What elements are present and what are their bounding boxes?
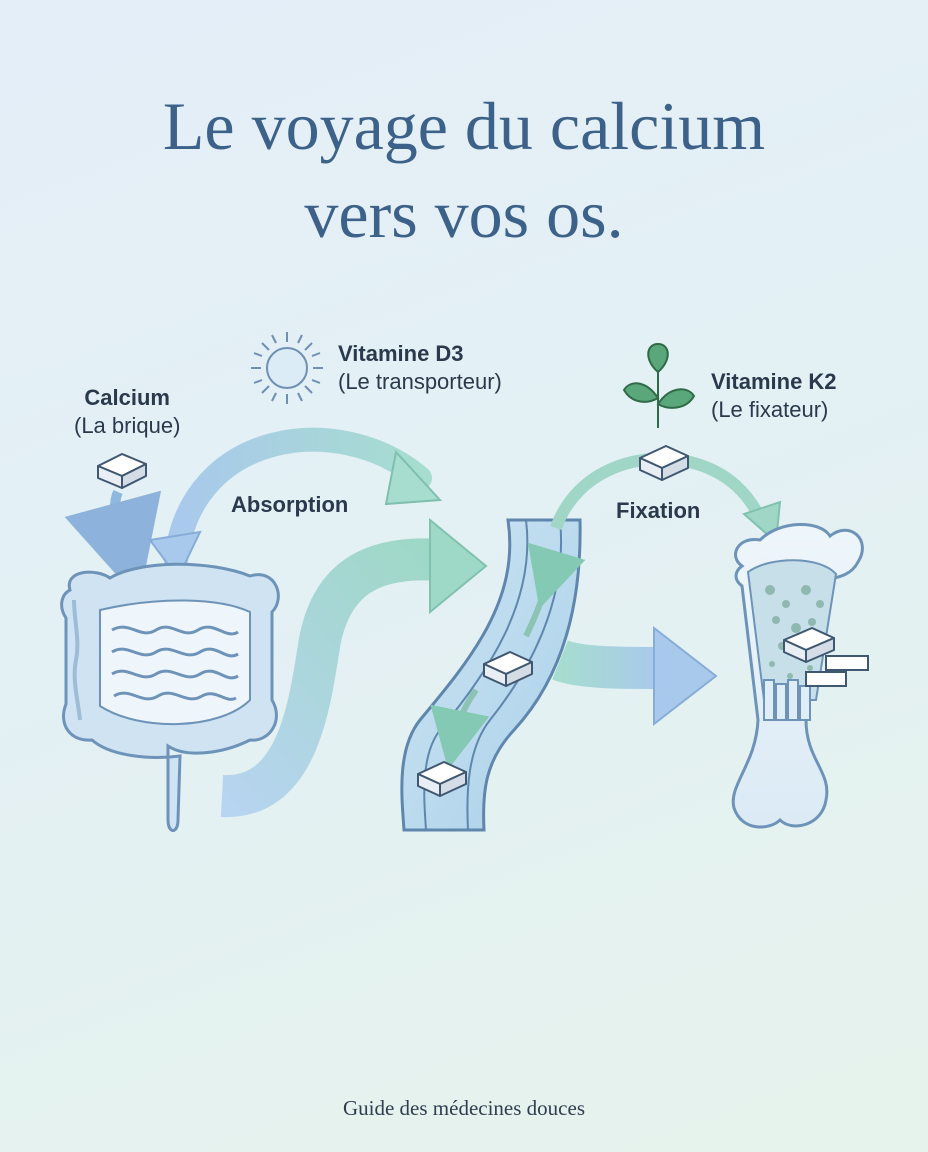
calcium-intake-arrow [64, 489, 162, 601]
vitamin-k2-name: Vitamine K2 [711, 369, 837, 394]
vitamin-d3-role: (Le transporteur) [338, 369, 502, 394]
intestine-icon [60, 562, 280, 832]
title-line-1: Le voyage du calcium [162, 88, 766, 164]
vessel-brick-2 [417, 761, 467, 797]
calcium-name: Calcium [84, 385, 170, 410]
calcium-role: (La brique) [74, 413, 181, 438]
vitamin-d3-label: Vitamine D3 (Le transporteur) [338, 340, 502, 396]
title-line-2: vers vos os. [304, 176, 624, 252]
page-title: Le voyage du calcium vers vos os. [0, 82, 928, 258]
fixation-label: Fixation [616, 498, 701, 523]
vitamin-d3-name: Vitamine D3 [338, 341, 464, 366]
delivery-arrow-head [653, 625, 718, 727]
bone-icon [731, 523, 864, 829]
footer-credit: Guide des médecines douces [342, 1096, 585, 1120]
delivery-arrow [552, 640, 661, 689]
vitamin-k2-role: (Le fixateur) [711, 397, 829, 422]
absorption-arrow-head-left [148, 530, 202, 580]
vitamin-k2-label: Vitamine K2 (Le fixateur) [711, 368, 837, 424]
fixation-brick [639, 445, 689, 481]
transport-s-arrow [220, 538, 442, 818]
sun-icon [251, 332, 323, 404]
absorption-arrow [164, 427, 432, 572]
calcium-brick-icon [97, 453, 147, 489]
bone-brick-1 [783, 627, 835, 663]
bone-brick-2 [805, 655, 869, 687]
vessel-brick-1 [483, 651, 533, 687]
leaf-icon [622, 342, 696, 428]
calcium-label: Calcium (La brique) [74, 384, 180, 440]
absorption-label: Absorption [231, 492, 349, 517]
absorption-arrow-head-right [384, 449, 443, 506]
transport-s-arrow-head [429, 517, 488, 615]
